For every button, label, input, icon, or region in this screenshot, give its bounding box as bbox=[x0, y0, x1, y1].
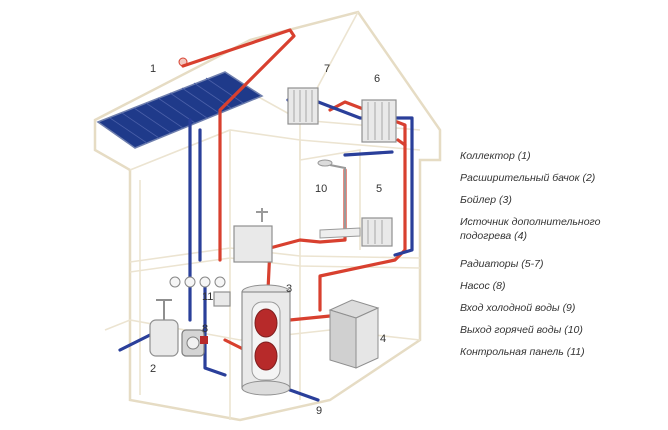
legend-item-collector: Коллектор (1) bbox=[460, 150, 531, 162]
additional-heat-source bbox=[328, 299, 380, 369]
pump bbox=[181, 329, 208, 357]
callout-8: 8 bbox=[202, 323, 208, 335]
callout-numbers: 1 2 3 4 5 6 7 8 9 10 11 bbox=[150, 63, 386, 417]
legend-item-control-panel: Контрольная панель (11) bbox=[460, 346, 585, 358]
callout-4: 4 bbox=[380, 333, 386, 345]
radiator-5 bbox=[361, 217, 393, 247]
callout-6: 6 bbox=[374, 73, 380, 85]
callout-3: 3 bbox=[286, 283, 292, 295]
callout-5: 5 bbox=[376, 183, 382, 195]
callout-11: 11 bbox=[202, 291, 213, 303]
callout-7: 7 bbox=[324, 63, 330, 75]
legend-item-boiler: Бойлер (3) bbox=[460, 194, 512, 206]
sink bbox=[233, 208, 273, 263]
legend-item-radiators: Радиаторы (5-7) bbox=[460, 258, 544, 270]
callout-1: 1 bbox=[150, 63, 156, 75]
radiator-6 bbox=[361, 99, 397, 143]
boiler bbox=[241, 284, 291, 396]
callout-10: 10 bbox=[315, 183, 327, 195]
legend-item-hot-water-outlet: Выход горячей воды (10) bbox=[460, 324, 583, 336]
radiator-7 bbox=[287, 87, 319, 125]
legend-item-additional-heat-source: Источник дополнительного bbox=[460, 216, 601, 228]
gauges bbox=[169, 276, 226, 288]
legend-item-cold-water-inlet: Вход холодной воды (9) bbox=[460, 302, 576, 314]
expansion-tank bbox=[149, 299, 179, 357]
shower bbox=[317, 159, 361, 239]
legend-item-pump: Насос (8) bbox=[460, 280, 506, 292]
callout-9: 9 bbox=[316, 405, 322, 417]
legend-item-additional-heat-source-cont: подогрева (4) bbox=[460, 230, 527, 242]
callout-2: 2 bbox=[150, 363, 156, 375]
legend-item-expansion-tank: Расширительный бачок (2) bbox=[460, 172, 596, 184]
solar-collector bbox=[96, 57, 264, 149]
control-panel bbox=[213, 291, 231, 307]
